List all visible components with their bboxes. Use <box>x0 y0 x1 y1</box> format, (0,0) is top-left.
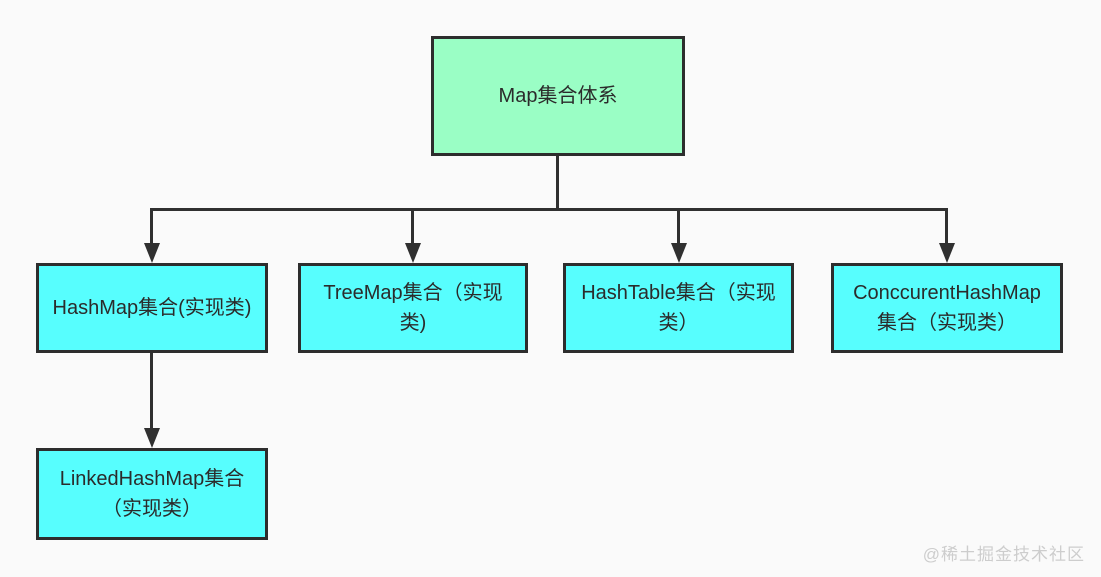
arrow-to-hashtable-arrowhead-icon <box>671 243 687 263</box>
connector-root-stem <box>556 156 559 211</box>
node-hashtable-label: HashTable集合（实现 类） <box>581 282 776 334</box>
node-conccurenthashmap-label: ConccurentHashMap 集合（实现类） <box>853 282 1041 334</box>
arrow-to-hashmap-line <box>150 210 153 248</box>
arrow-hashmap-to-linkedhashmap-line <box>150 353 153 431</box>
node-conccurenthashmap: ConccurentHashMap 集合（实现类） <box>831 263 1063 353</box>
arrow-to-treemap-line <box>411 210 414 248</box>
node-linkedhashmap-label: LinkedHashMap集合 （实现类） <box>59 468 245 520</box>
arrow-to-conccurenthashmap-arrowhead-icon <box>939 243 955 263</box>
node-treemap-label: TreeMap集合（实现 类) <box>323 282 503 334</box>
watermark: @稀土掘金技术社区 <box>922 545 1085 564</box>
connector-horizontal-bus <box>150 208 948 211</box>
arrow-to-hashtable-line <box>677 210 680 248</box>
arrow-to-treemap-arrowhead-icon <box>405 243 421 263</box>
node-hashmap: HashMap集合(实现类) <box>36 263 268 353</box>
node-hashtable: HashTable集合（实现 类） <box>563 263 794 353</box>
arrow-to-hashmap-arrowhead-icon <box>144 243 160 263</box>
node-treemap: TreeMap集合（实现 类) <box>298 263 528 353</box>
node-hashmap-label: HashMap集合(实现类) <box>52 297 252 319</box>
arrow-hashmap-to-linkedhashmap-arrowhead-icon <box>144 428 160 448</box>
node-map-collection: Map集合体系 <box>431 36 685 156</box>
arrow-to-conccurenthashmap-line <box>945 210 948 248</box>
node-map-collection-label: Map集合体系 <box>498 85 618 107</box>
node-linkedhashmap: LinkedHashMap集合 （实现类） <box>36 448 268 540</box>
